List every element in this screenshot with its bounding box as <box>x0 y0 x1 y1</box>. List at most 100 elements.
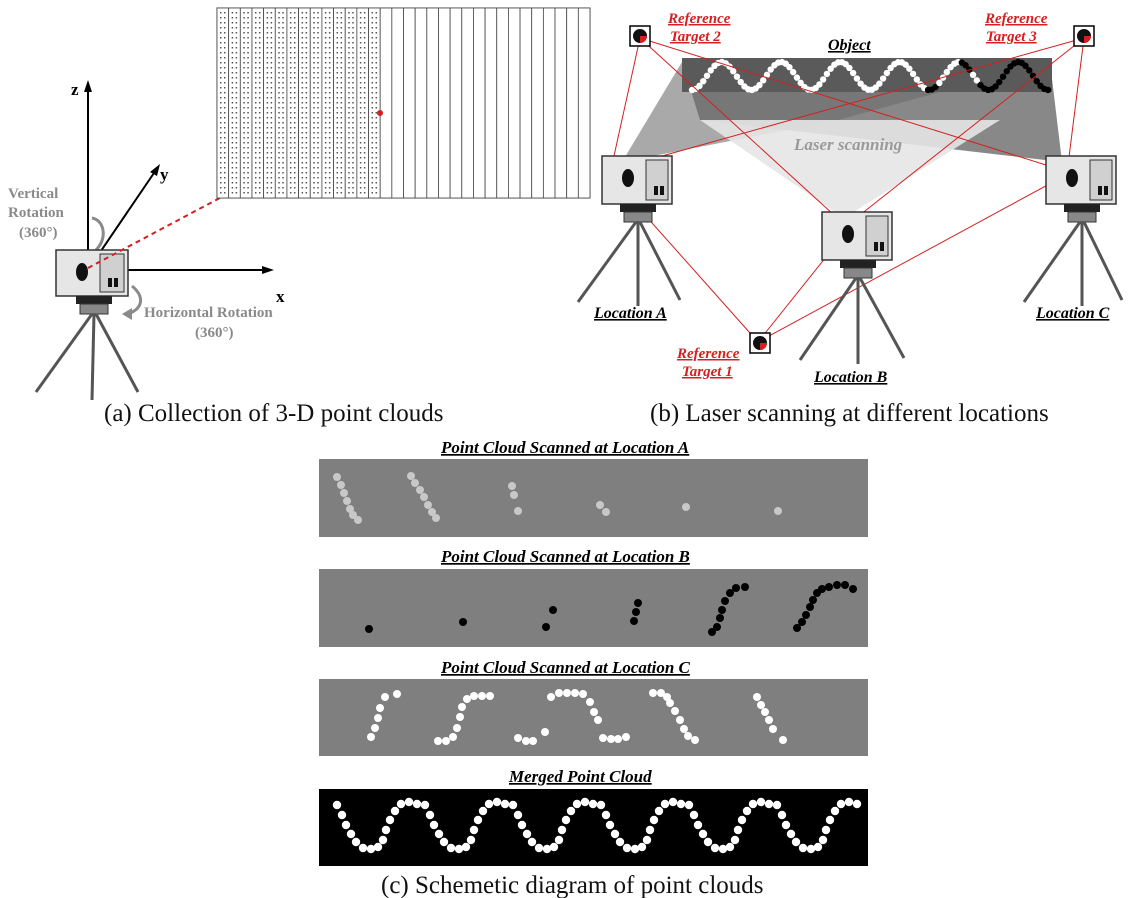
grid-point <box>363 42 366 44</box>
grid-point <box>313 172 315 174</box>
point-b <box>798 618 806 626</box>
grid-point <box>243 17 245 19</box>
grid-point <box>293 177 296 179</box>
grid-point <box>371 47 374 49</box>
grid-point <box>301 182 304 184</box>
object-point <box>823 70 831 78</box>
grid-point <box>317 87 319 89</box>
grid-point <box>235 97 238 99</box>
vertical-rotation-label-3: (360°) <box>19 225 58 241</box>
grid-point <box>324 157 327 159</box>
grid-column <box>577 7 591 199</box>
panel-title-merged: Merged Point Cloud <box>508 767 652 786</box>
grid-point <box>254 47 257 49</box>
caption-a: (a) Collection of 3-D point clouds <box>104 400 444 427</box>
grid-column <box>298 7 311 199</box>
grid-point <box>247 57 249 59</box>
point-c <box>663 693 671 701</box>
grid-point <box>348 132 350 134</box>
reference-target-2-label-2: Target 2 <box>670 29 721 45</box>
grid-point <box>328 192 331 194</box>
grid-point <box>352 187 354 189</box>
grid-point <box>220 157 222 159</box>
grid-point <box>247 72 249 74</box>
grid-point <box>317 127 319 129</box>
grid-point <box>289 147 292 149</box>
grid-point <box>293 117 296 119</box>
grid-point <box>270 122 273 124</box>
grid-point <box>224 22 226 24</box>
point-merged <box>654 806 664 816</box>
grid-point <box>258 182 261 184</box>
grid-point <box>348 32 350 34</box>
grid-point <box>375 87 378 89</box>
grid-point <box>328 92 331 94</box>
point-merged <box>373 842 383 852</box>
grid-point <box>266 17 269 19</box>
point-merged <box>693 820 703 830</box>
grid-point <box>352 172 354 174</box>
grid-point <box>243 37 245 39</box>
grid-point <box>301 112 304 114</box>
grid-point <box>293 142 296 144</box>
point-merged <box>341 820 351 830</box>
grid-point <box>247 162 249 164</box>
grid-point <box>328 12 331 14</box>
grid-point <box>328 127 331 129</box>
grid-point <box>328 72 331 74</box>
point-merged <box>764 799 774 809</box>
grid-point <box>340 117 343 119</box>
grid-point <box>220 102 222 104</box>
grid-point <box>278 12 280 14</box>
point-cloud-b-points <box>365 581 857 636</box>
grid-point <box>305 182 308 184</box>
grid-point <box>348 77 350 79</box>
grid-point <box>254 142 257 144</box>
grid-point <box>293 77 296 79</box>
point-c <box>765 716 773 724</box>
object-point <box>909 70 917 78</box>
grid-point <box>243 92 245 94</box>
grid-point <box>278 107 280 109</box>
grid-point <box>266 177 269 179</box>
grid-point <box>220 92 222 94</box>
point-merged <box>580 797 590 807</box>
point-b <box>632 608 640 616</box>
point-a <box>432 514 440 522</box>
grid-point <box>254 92 257 94</box>
grid-point <box>348 162 350 164</box>
grid-point <box>289 47 292 49</box>
grid-point <box>258 82 261 84</box>
object-point <box>849 69 857 77</box>
grid-point <box>235 42 238 44</box>
grid-point <box>289 97 292 99</box>
grid-point <box>235 57 238 59</box>
grid-point <box>305 37 308 39</box>
grid-point <box>328 17 331 19</box>
grid-point <box>282 22 284 24</box>
grid-point <box>313 122 315 124</box>
grid-point <box>352 107 354 109</box>
grid-point <box>317 152 319 154</box>
grid-point <box>363 132 366 134</box>
point-merged <box>549 842 559 852</box>
grid-point <box>278 157 280 159</box>
grid-point <box>258 32 261 34</box>
grid-point <box>254 22 257 24</box>
grid-point <box>352 182 354 184</box>
grid-point <box>278 122 280 124</box>
point-b <box>802 611 810 619</box>
grid-point <box>324 137 327 139</box>
grid-point <box>317 157 319 159</box>
grid-point <box>220 172 222 174</box>
grid-point <box>317 122 319 124</box>
grid-point <box>317 67 319 69</box>
grid-point <box>348 172 350 174</box>
point-c <box>599 734 607 742</box>
grid-point <box>305 57 308 59</box>
grid-point <box>352 97 354 99</box>
grid-point <box>243 102 245 104</box>
grid-point <box>247 157 249 159</box>
grid-point <box>324 127 327 129</box>
grid-point <box>282 102 284 104</box>
